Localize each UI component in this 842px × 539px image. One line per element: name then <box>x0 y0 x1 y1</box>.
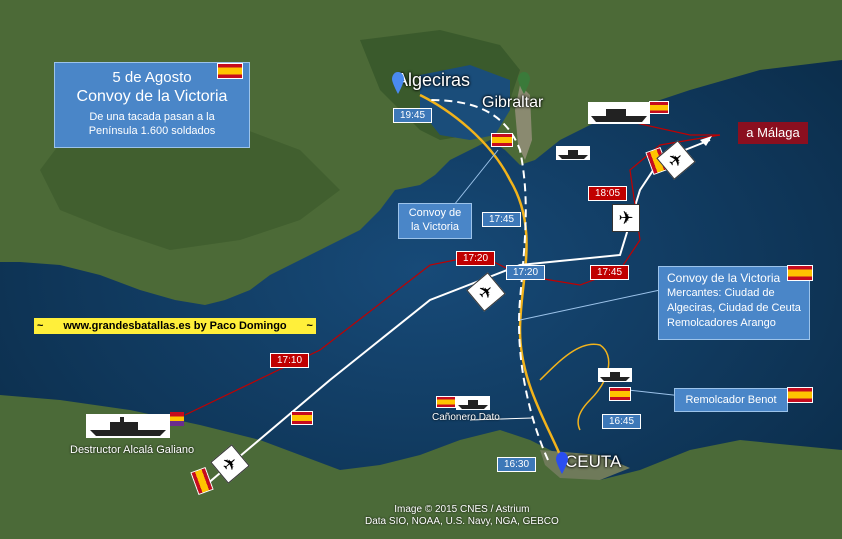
remolcador-box: Remolcador Benot <box>674 388 788 412</box>
spain-flag-icon <box>788 388 812 402</box>
banner-text: www.grandesbatallas.es by Paco Domingo <box>63 320 287 332</box>
banner-tilde-left: ~ <box>37 320 44 332</box>
time-1945: 19:45 <box>393 108 433 123</box>
algeciras-pin-icon <box>392 72 404 94</box>
label-gibraltar: Gibraltar <box>482 94 544 111</box>
time-1745-blue: 17:45 <box>482 212 522 227</box>
time-1720-red: 17:20 <box>456 251 496 266</box>
banner-tilde-right: ~ <box>306 320 313 332</box>
credit-line1: Image © 2015 CNES / Astrium <box>394 504 530 515</box>
destructor-label: Destructor Alcalá Galiano <box>70 444 195 456</box>
spain-flag-icon <box>650 102 668 113</box>
spain-flag-icon <box>610 388 630 400</box>
convoy-info-line1: Mercantes: Ciudad de <box>667 287 775 299</box>
title-sub1: De una tacada pasan a la <box>89 111 215 123</box>
convoy-info-line2: Algeciras, Ciudad de Ceuta <box>667 302 801 314</box>
spain-flag-icon <box>218 64 242 78</box>
spain-flag-icon <box>437 397 455 407</box>
convoy-label-line2: la Victoria <box>410 221 460 233</box>
title-name: Convoy de la Victoria <box>76 88 228 105</box>
spain-flag-icon <box>492 134 512 146</box>
label-ceuta: CEUTA <box>565 452 622 471</box>
spain-flag-icon <box>292 412 312 424</box>
convoy-info-title: Convoy de la Victoria <box>667 271 781 285</box>
website-banner: ~ www.grandesbatallas.es by Paco Domingo… <box>34 318 316 334</box>
time-1630: 16:30 <box>497 457 537 472</box>
convoy-info-box: Convoy de la Victoria Mercantes: Ciudad … <box>658 266 810 340</box>
time-1805: 18:05 <box>588 186 628 201</box>
time-1745-red: 17:45 <box>590 265 630 280</box>
time-1710: 17:10 <box>270 353 310 368</box>
time-1645: 16:45 <box>602 414 642 429</box>
canonero-ship-icon <box>456 396 490 410</box>
plane-icon: ✈ <box>612 204 640 232</box>
title-sub2: Península 1.600 soldados <box>88 125 216 137</box>
convoy-label-line1: Convoy de <box>408 207 462 219</box>
destroyer-ship-icon <box>86 414 170 438</box>
time-1720-blue: 17:20 <box>506 265 546 280</box>
ceuta-pin-icon <box>556 452 568 474</box>
title-box: 5 de Agosto Convoy de la Victoria De una… <box>54 62 250 148</box>
tug-ship-icon <box>598 368 632 382</box>
title-date: 5 de Agosto <box>112 69 192 86</box>
gunboat-ship-icon <box>556 146 590 160</box>
spain-flag-icon <box>788 266 812 280</box>
label-malaga: a Málaga <box>738 122 808 144</box>
convoy-label-box: Convoy de la Victoria <box>398 203 472 239</box>
label-algeciras: Algeciras <box>396 70 471 90</box>
image-credit: Image © 2015 CNES / Astrium Data SIO, NO… <box>365 504 559 528</box>
ship-icon <box>588 102 650 124</box>
republic-flag-icon <box>170 412 184 426</box>
canonero-label: Cañonero Dato <box>432 412 500 423</box>
gibraltar-pin-icon <box>518 72 530 94</box>
convoy-info-line3: Remolcadores Arango <box>667 317 776 329</box>
credit-line2: Data SIO, NOAA, U.S. Navy, NGA, GEBCO <box>365 516 559 527</box>
